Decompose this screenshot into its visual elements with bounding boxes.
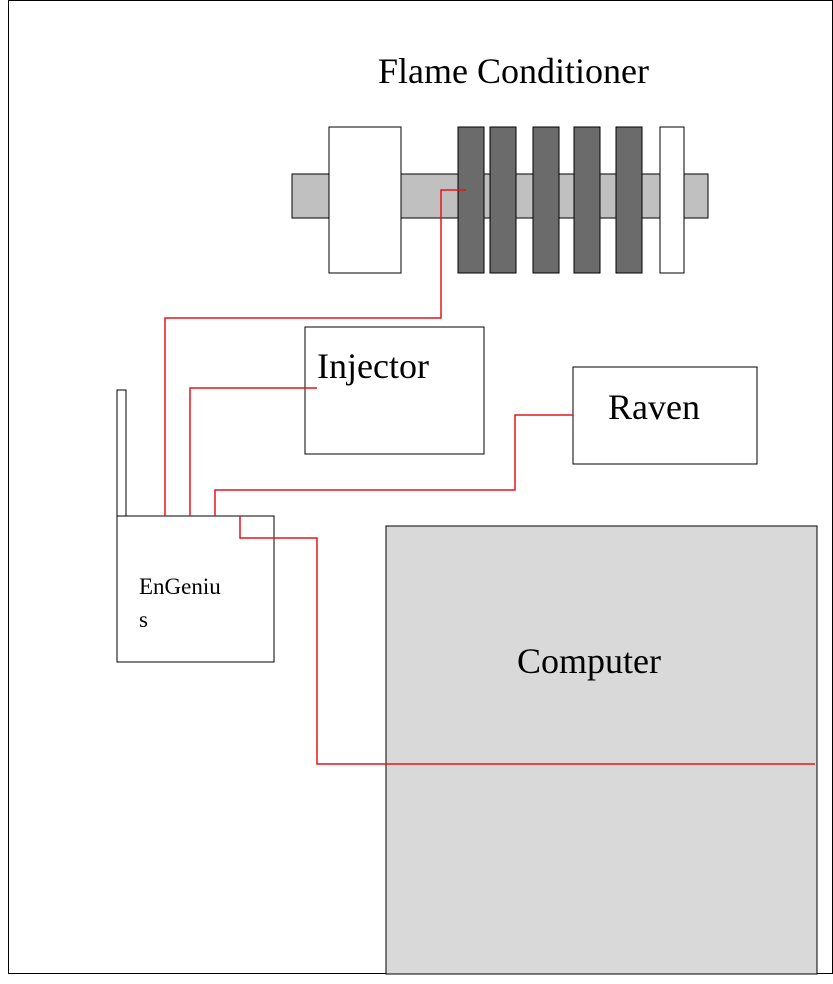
wire-engenius-to-conditioner xyxy=(164,189,466,516)
flame-conditioner xyxy=(291,126,709,274)
injector-box xyxy=(304,326,485,455)
diagram-title: Flame Conditioner xyxy=(378,51,649,91)
conditioner-end-plate xyxy=(659,126,685,274)
engenius-label-line1: EnGeniu xyxy=(139,574,221,599)
conditioner-disc xyxy=(532,126,560,274)
wiring xyxy=(164,189,815,765)
conditioner-disc xyxy=(615,126,643,274)
wire-engenius-to-raven xyxy=(214,414,573,516)
wire-engenius-to-computer xyxy=(239,516,815,765)
raven-box xyxy=(572,366,758,465)
computer-box xyxy=(385,525,818,975)
conditioner-white-block xyxy=(328,126,402,274)
wire-engenius-to-injector xyxy=(189,387,317,516)
engenius-label-line2: s xyxy=(139,607,148,632)
injector-label: Injector xyxy=(317,346,429,386)
conditioner-disc xyxy=(457,126,485,274)
engenius-box xyxy=(116,515,275,663)
raven-label: Raven xyxy=(608,387,700,427)
conditioner-disc xyxy=(489,126,517,274)
engenius-antenna xyxy=(116,389,127,520)
conditioner-disc xyxy=(573,126,601,274)
computer-label: Computer xyxy=(517,641,661,681)
